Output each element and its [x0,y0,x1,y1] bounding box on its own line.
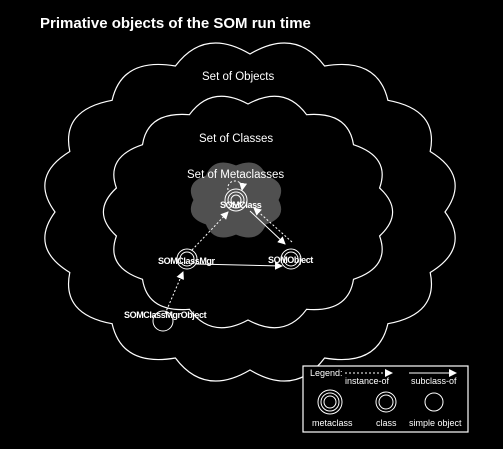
somclassmgr-label: SOMClassMgr [158,256,216,266]
set-of-metaclasses-label: Set of Metaclasses [187,169,284,181]
somclassmgr-subclass-arrow [195,261,283,270]
set-of-classes-region [102,95,394,329]
somobject-instance-arrow [253,207,293,243]
somclass-label: SOMClass [220,200,262,210]
set-of-classes-label: Set of Classes [199,133,273,145]
somclassmgr-instance-arrow [191,211,229,251]
legend-subclass-of-label: subclass-of [411,376,457,386]
legend-class-label: class [376,418,397,428]
diagram-title: Primative objects of the SOM run time [40,15,311,32]
legend-title: Legend: [310,368,343,378]
somclass-subclass-arrow [249,210,286,245]
somclassmgrobject-label: SOMClassMgrObject [124,310,207,320]
legend-simple-object-label: simple object [409,418,462,428]
somobject-node: SOMObject [268,248,314,270]
somclass-self-instance-arrow [227,180,248,191]
relationship-arrows [164,180,293,315]
somclass-node: SOMClass [220,188,262,212]
somclassmgrobject-node: SOMClassMgrObject [124,310,207,332]
somclassmgr-node: SOMClassMgr [158,248,216,270]
somobject-label: SOMObject [268,255,313,265]
legend: Legend: instance-of subclass-of metaclas… [302,365,469,433]
legend-instance-of-label: instance-of [345,376,390,386]
set-of-objects-label: Set of Objects [202,71,274,83]
set-of-objects-region [44,42,456,382]
legend-metaclass-label: metaclass [312,418,353,428]
